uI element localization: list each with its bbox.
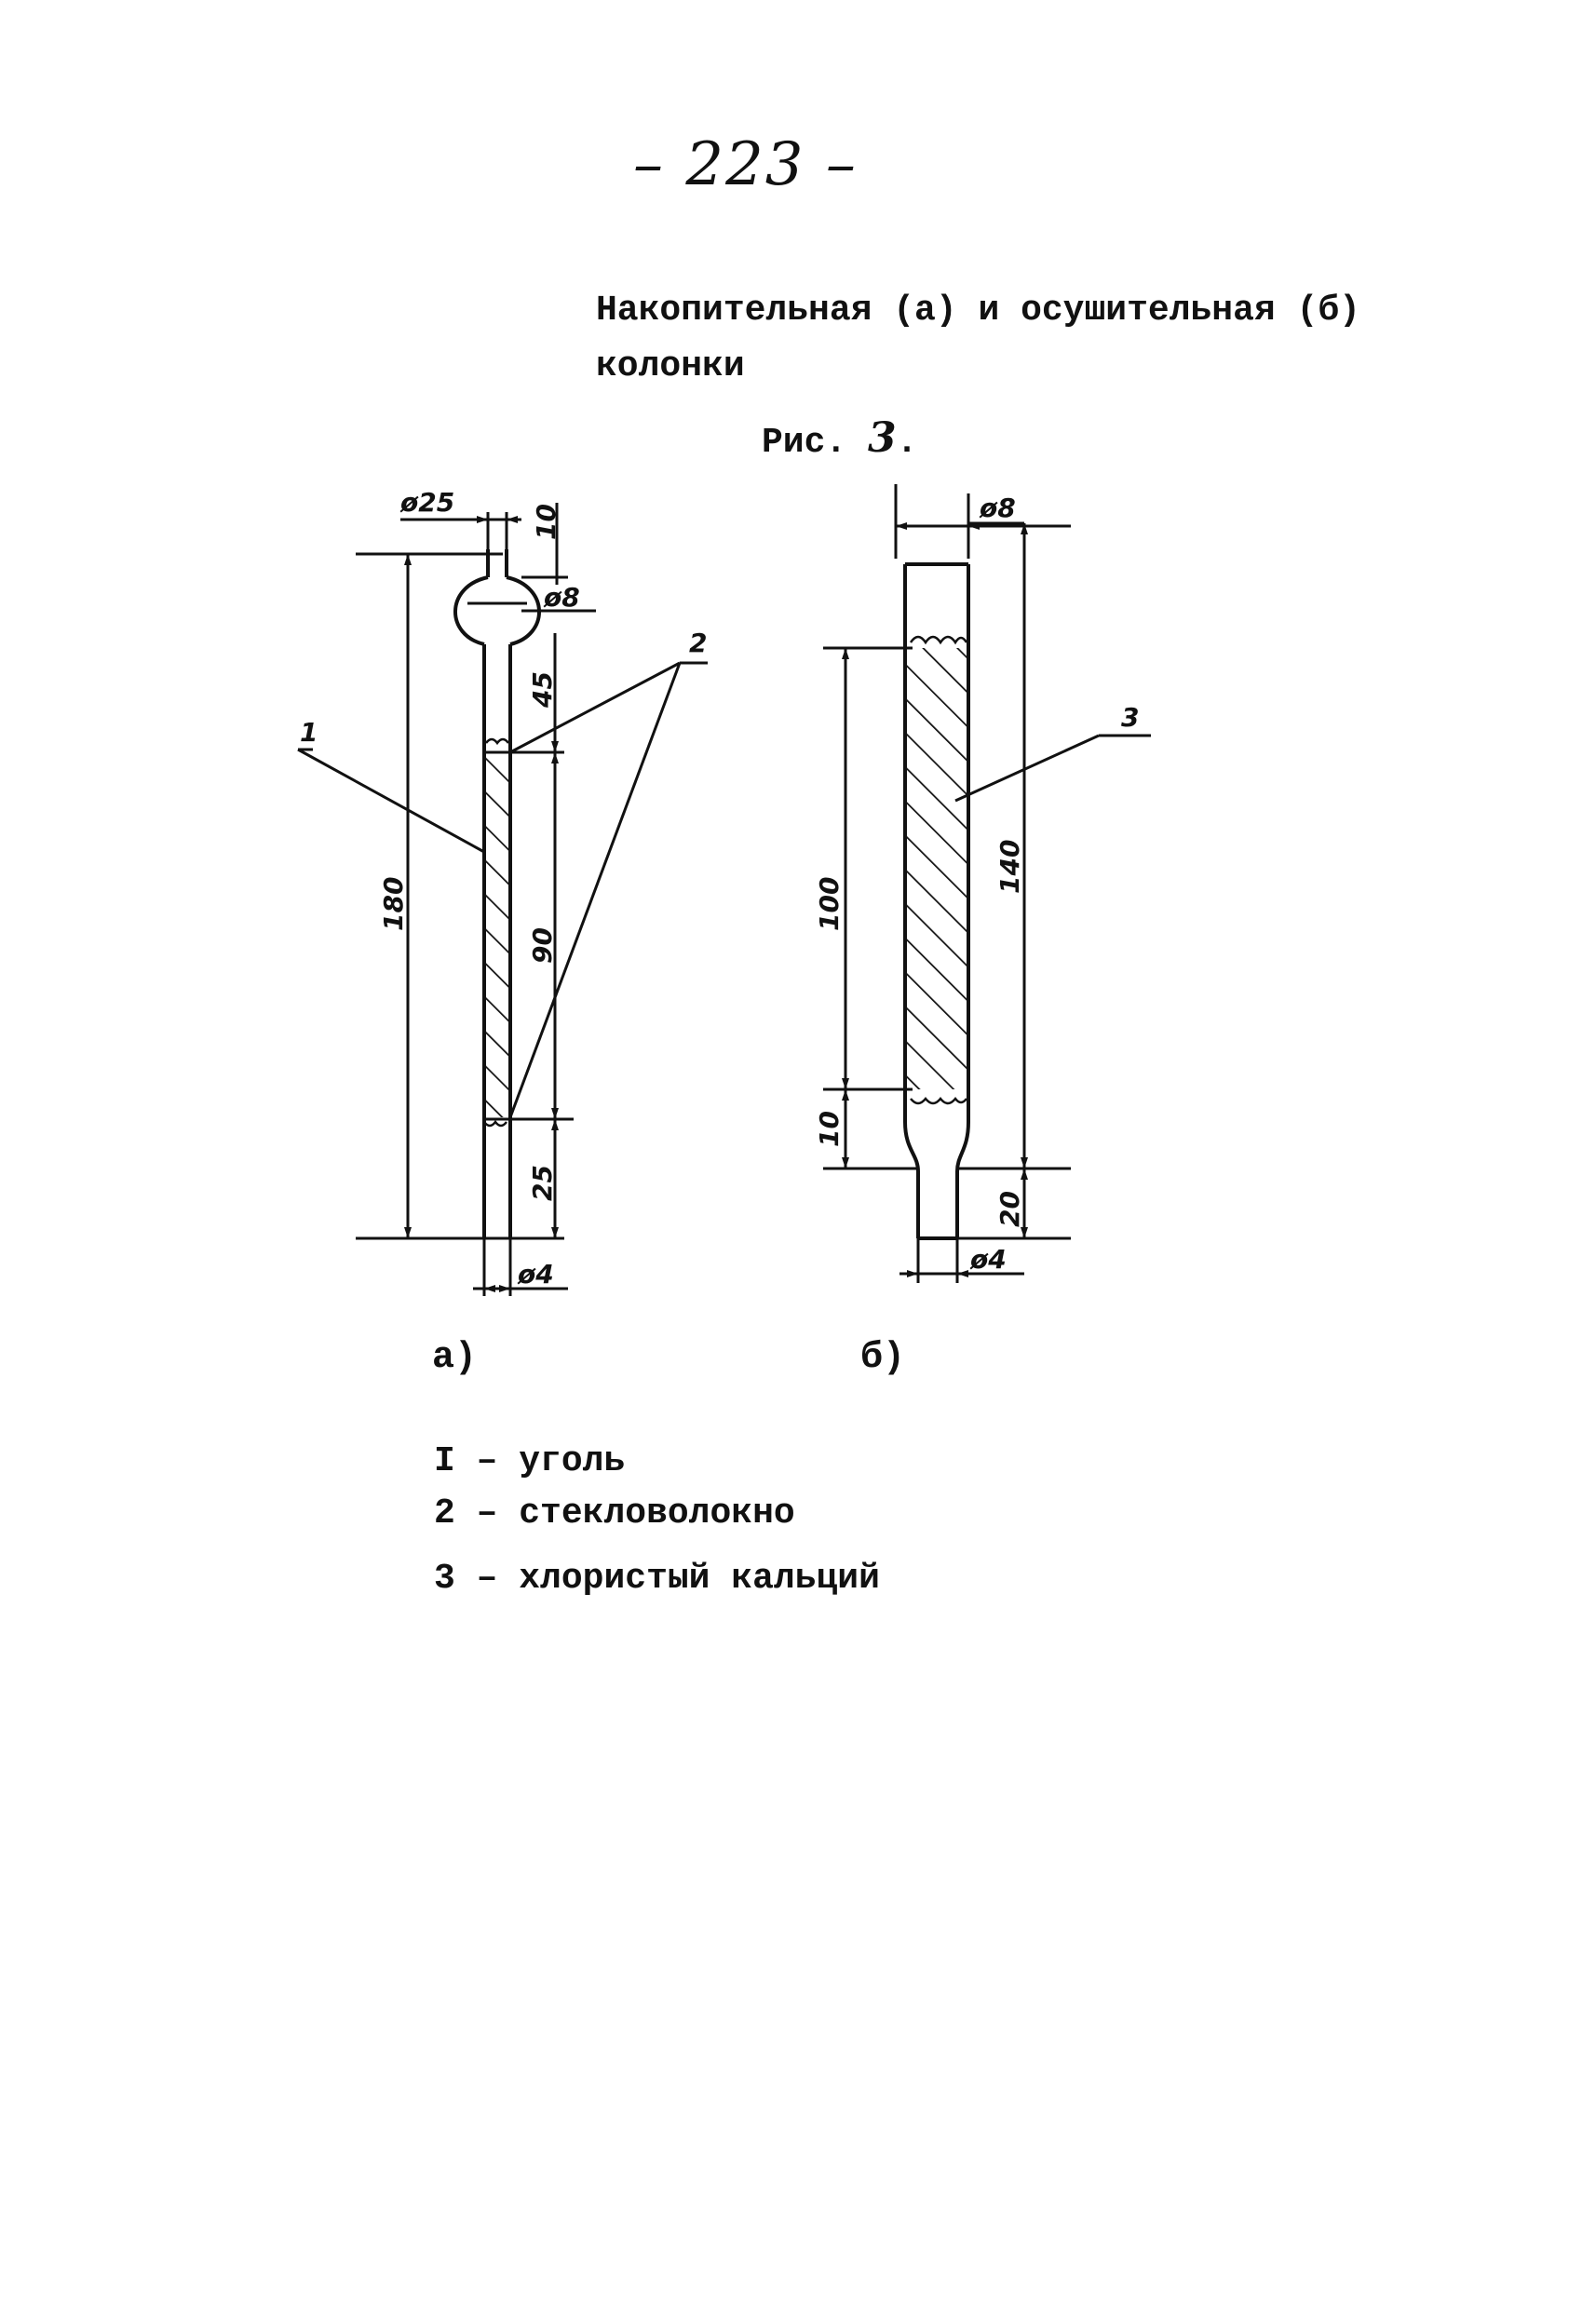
dim-a-total: 180	[378, 877, 409, 931]
dim-b-tip-length: 20	[994, 1191, 1025, 1227]
dimensions-a	[297, 503, 708, 1296]
caption-line-1: Накопительная (а) и осушительная (б)	[596, 290, 1360, 331]
dim-a-tip-diameter: ø4	[517, 1259, 554, 1290]
dim-a-outer-diameter: ø25	[399, 487, 454, 518]
dim-b-tip-diameter: ø4	[969, 1244, 1007, 1275]
dimensions-b	[823, 484, 1151, 1283]
figure-label: Рис. 3.	[762, 414, 917, 463]
figure-label-text: Рис.	[762, 423, 847, 463]
dim-a-packing: 90	[527, 927, 558, 964]
legend-item: 3 – хлористый кальций	[434, 1559, 880, 1599]
legend-sep: –	[476, 1559, 498, 1599]
dim-b-diameter: ø8	[979, 493, 1016, 523]
legend-sep: –	[476, 1441, 498, 1481]
caption-line-2: колонки	[596, 346, 745, 386]
dim-b-total: 140	[994, 840, 1025, 894]
dim-a-lower: 25	[527, 1165, 558, 1201]
dim-b-packing: 100	[814, 877, 845, 931]
calcium-chloride-packing	[905, 648, 968, 1089]
legend-text: хлористый кальций	[519, 1559, 880, 1599]
legend-num: I	[434, 1441, 455, 1481]
callout-3: 3	[1121, 702, 1139, 733]
dim-a-upper: 45	[527, 671, 558, 709]
dim-a-bulb-diameter: ø8	[543, 582, 580, 613]
legend-sep: –	[476, 1493, 498, 1533]
legend-num: 3	[434, 1559, 455, 1599]
legend-item: I – уголь	[434, 1441, 625, 1481]
legend-text: уголь	[519, 1441, 626, 1481]
callout-2: 2	[689, 628, 707, 658]
dim-b-plug: 10	[814, 1111, 845, 1147]
figure-number: 3	[868, 414, 897, 462]
charcoal-packing-a	[484, 754, 510, 1117]
legend-num: 2	[434, 1493, 455, 1533]
dim-a-top: 10	[531, 504, 561, 540]
legend-item: 2 – стекловолокно	[434, 1493, 795, 1533]
subfigure-b-label: б)	[860, 1337, 906, 1379]
legend-text: стекловолокно	[519, 1493, 795, 1533]
subfigure-a-label: а)	[432, 1337, 478, 1379]
callout-1: 1	[300, 717, 318, 748]
figure-dot: .	[896, 423, 918, 463]
column-drawings: ø25 10 ø8 45 180 90 25 ø4 1 2	[297, 484, 1151, 1296]
page-number: – 223 –	[633, 130, 858, 199]
